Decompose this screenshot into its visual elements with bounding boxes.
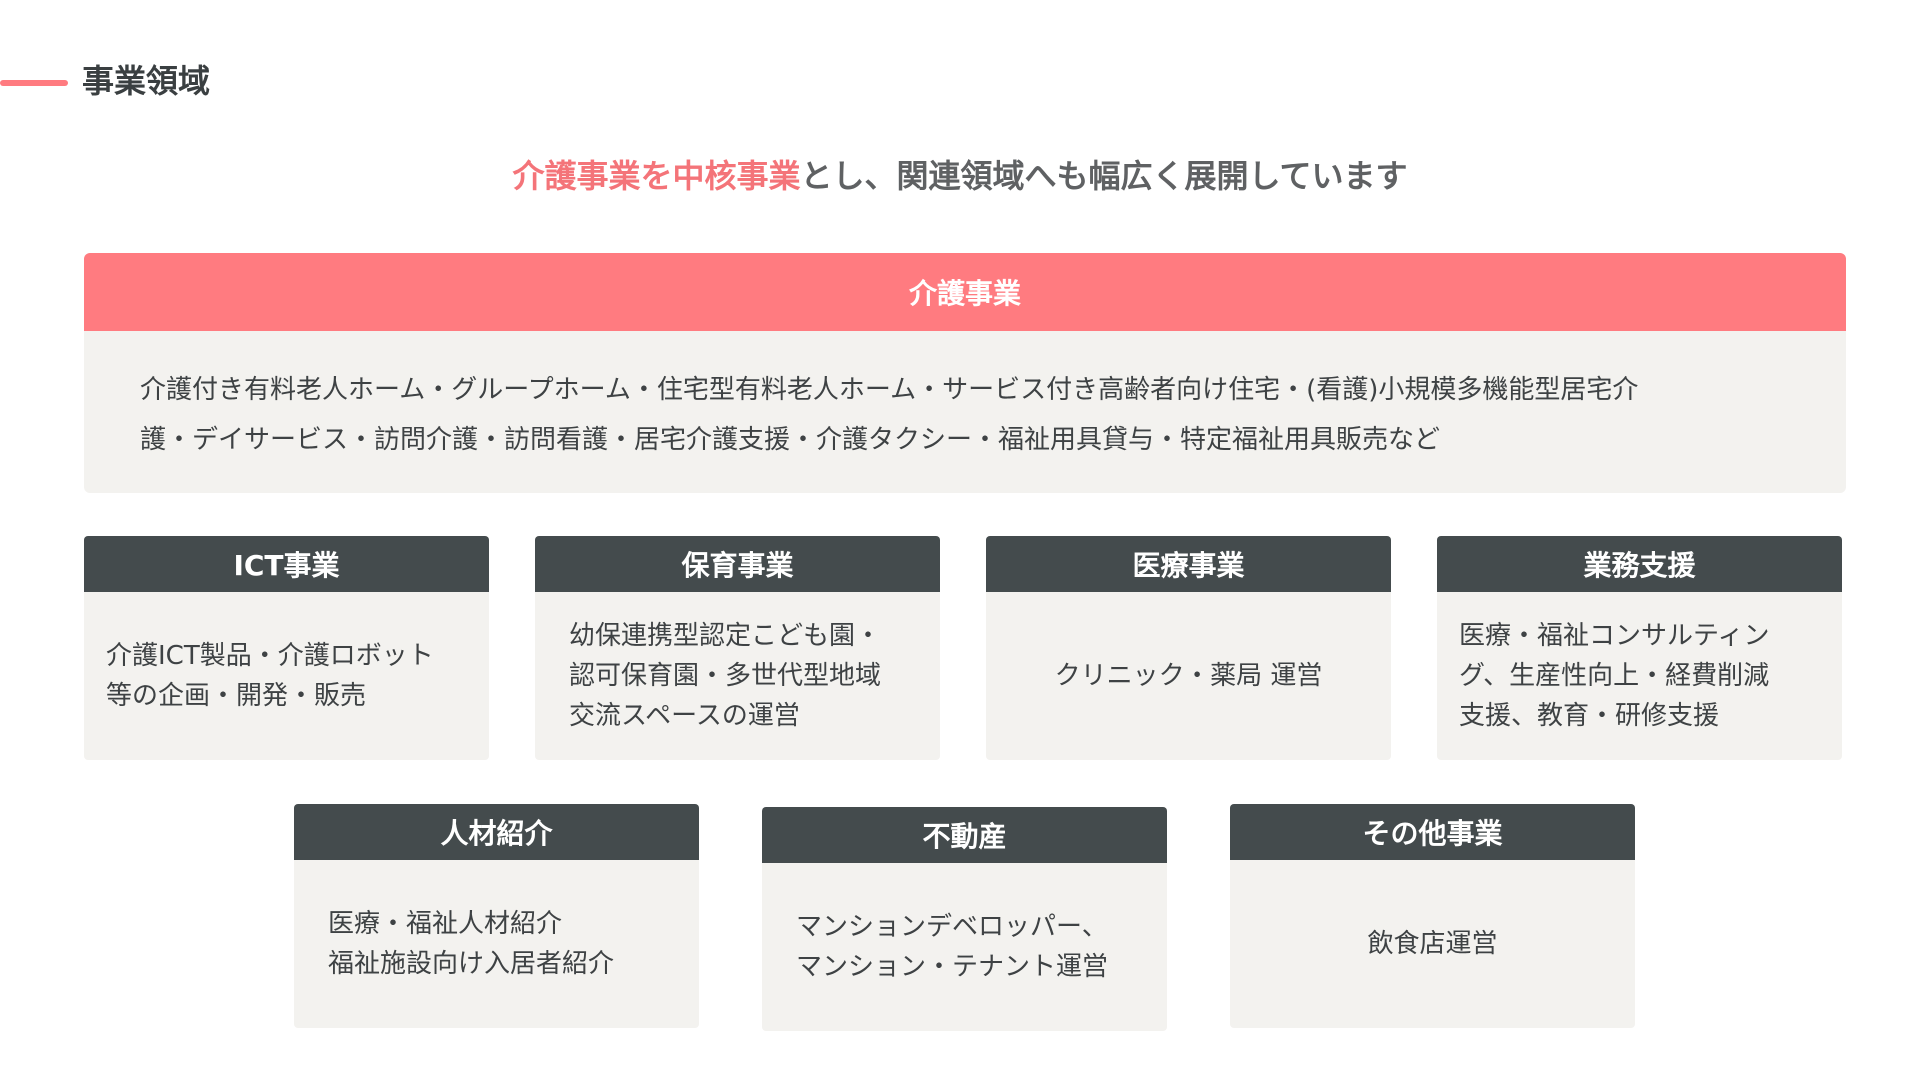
business-card-title: 人材紹介 bbox=[294, 804, 699, 860]
business-card-body: 医療・福祉コンサルティン グ、生産性向上・経費削減 支援、教育・研修支援 bbox=[1437, 592, 1842, 760]
business-card-body: 介護ICT製品・介護ロボット 等の企画・開発・販売 bbox=[84, 592, 489, 760]
business-card-line: 医療・福祉人材紹介 bbox=[328, 909, 563, 939]
business-card-line: 介護ICT製品・介護ロボット bbox=[106, 641, 434, 671]
business-card-line: グ、生産性向上・経費削減 bbox=[1459, 661, 1770, 691]
headline: 介護事業を中核事業とし、関連領域へも幅広く展開しています bbox=[0, 154, 1920, 198]
business-card-line: 幼保連携型認定こども園・ bbox=[569, 621, 882, 651]
business-card-business-support: 業務支援 医療・福祉コンサルティン グ、生産性向上・経費削減 支援、教育・研修支… bbox=[1437, 536, 1842, 760]
business-card-body: 幼保連携型認定こども園・ 認可保育園・多世代型地域 交流スペースの運営 bbox=[535, 592, 940, 760]
business-card-body: マンションデベロッパー、 マンション・テナント運営 bbox=[762, 863, 1167, 1031]
business-card-body: クリニック・薬局 運営 bbox=[986, 592, 1391, 760]
business-card-childcare: 保育事業 幼保連携型認定こども園・ 認可保育園・多世代型地域 交流スペースの運営 bbox=[535, 536, 940, 760]
business-card-line: 支援、教育・研修支援 bbox=[1459, 701, 1720, 731]
business-card-title: 業務支援 bbox=[1437, 536, 1842, 592]
business-card-line: 認可保育園・多世代型地域 bbox=[569, 661, 882, 691]
business-card-line: 飲食店運営 bbox=[1367, 929, 1498, 959]
business-card-line: マンションデベロッパー、 bbox=[796, 912, 1108, 942]
business-card-line: 福祉施設向け入居者紹介 bbox=[328, 949, 615, 979]
business-card-title: 不動産 bbox=[762, 807, 1167, 863]
business-card-line: 交流スペースの運営 bbox=[569, 701, 800, 731]
main-business-title: 介護事業 bbox=[84, 253, 1846, 331]
business-card-other: その他事業 飲食店運営 bbox=[1230, 804, 1635, 1028]
section-accent-bar bbox=[0, 80, 68, 86]
business-card-body: 医療・福祉人材紹介 福祉施設向け入居者紹介 bbox=[294, 860, 699, 1028]
business-card-ict: ICT事業 介護ICT製品・介護ロボット 等の企画・開発・販売 bbox=[84, 536, 489, 760]
description-line: 介護付き有料老人ホーム・グループホーム・住宅型有料老人ホーム・サービス付き高齢者… bbox=[140, 375, 1639, 405]
business-card-line: マンション・テナント運営 bbox=[796, 952, 1109, 982]
headline-rest: とし、関連領域へも幅広く展開しています bbox=[800, 157, 1408, 195]
main-business-description: 介護付き有料老人ホーム・グループホーム・住宅型有料老人ホーム・サービス付き高齢者… bbox=[84, 331, 1846, 465]
business-card-title: 保育事業 bbox=[535, 536, 940, 592]
business-card-title: ICT事業 bbox=[84, 536, 489, 592]
business-card-line: 等の企画・開発・販売 bbox=[106, 681, 367, 711]
business-card-medical: 医療事業 クリニック・薬局 運営 bbox=[986, 536, 1391, 760]
section-title: 事業領域 bbox=[82, 62, 211, 100]
business-card-body: 飲食店運営 bbox=[1230, 860, 1635, 1028]
business-card-recruitment: 人材紹介 医療・福祉人材紹介 福祉施設向け入居者紹介 bbox=[294, 804, 699, 1028]
main-business-panel: 介護事業 介護付き有料老人ホーム・グループホーム・住宅型有料老人ホーム・サービス… bbox=[84, 253, 1846, 493]
business-card-line: クリニック・薬局 運営 bbox=[1054, 661, 1323, 691]
headline-highlight: 介護事業を中核事業 bbox=[512, 157, 801, 195]
business-card-title: その他事業 bbox=[1230, 804, 1635, 860]
description-line: 護・デイサービス・訪問介護・訪問看護・居宅介護支援・介護タクシー・福祉用具貸与・… bbox=[140, 425, 1441, 455]
business-card-title: 医療事業 bbox=[986, 536, 1391, 592]
business-card-real-estate: 不動産 マンションデベロッパー、 マンション・テナント運営 bbox=[762, 807, 1167, 1031]
business-card-line: 医療・福祉コンサルティン bbox=[1459, 621, 1770, 651]
